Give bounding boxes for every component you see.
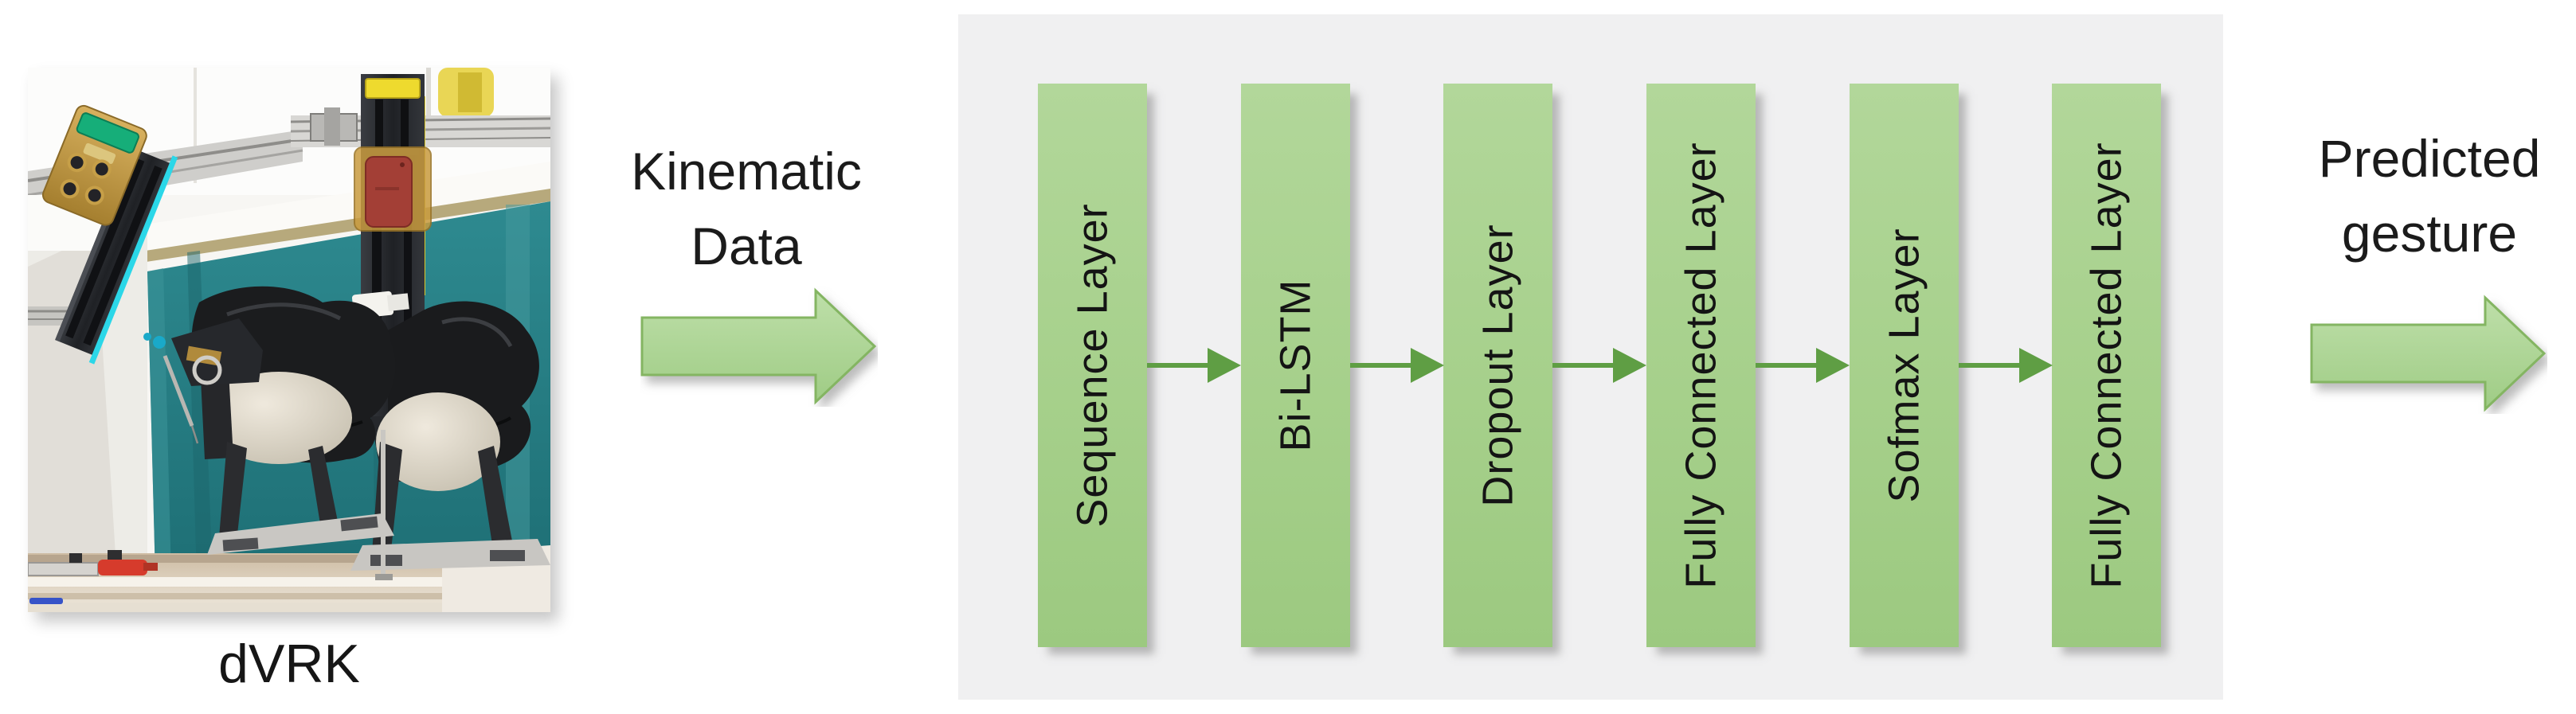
layer-label: Sequence Layer (1068, 203, 1117, 528)
input-arrow-icon (640, 287, 877, 405)
layer-label: Fully Connected Layer (1677, 142, 1725, 589)
layer-box-sequence: Sequence Layer (1038, 84, 1147, 647)
layer-label: Dropout Layer (1474, 224, 1522, 507)
photo-caption-dvrk: dVRK (218, 634, 360, 694)
connector-arrow-icon (1350, 348, 1444, 383)
layer-box-fully-connected-2: Fully Connected Layer (2052, 84, 2161, 647)
kinematic-line1: Kinematic (631, 142, 862, 201)
connector-arrow-icon (1552, 348, 1646, 383)
layer-box-dropout: Dropout Layer (1443, 84, 1552, 647)
predicted-gesture-label: Predicted gesture (2294, 121, 2565, 271)
predicted-line1: Predicted (2318, 129, 2541, 188)
connector-arrow-icon (1959, 348, 2053, 383)
layer-label: Bi-LSTM (1271, 279, 1320, 452)
layer-box-bilstm: Bi-LSTM (1241, 84, 1350, 647)
network-panel (958, 14, 2223, 700)
connector-arrow-icon (1147, 348, 1241, 383)
dvrk-photo (27, 68, 551, 612)
dvrk-photo-illustration (27, 68, 551, 612)
connector-arrow-icon (1756, 348, 1850, 383)
layer-box-fully-connected-1: Fully Connected Layer (1646, 84, 1756, 647)
predicted-line2: gesture (2341, 204, 2518, 263)
kinematic-line2: Data (691, 217, 802, 275)
layer-box-sofmax: Sofmax Layer (1850, 84, 1959, 647)
layer-label: Fully Connected Layer (2082, 142, 2131, 589)
layer-label: Sofmax Layer (1880, 228, 1928, 503)
output-arrow-icon (2310, 295, 2547, 412)
